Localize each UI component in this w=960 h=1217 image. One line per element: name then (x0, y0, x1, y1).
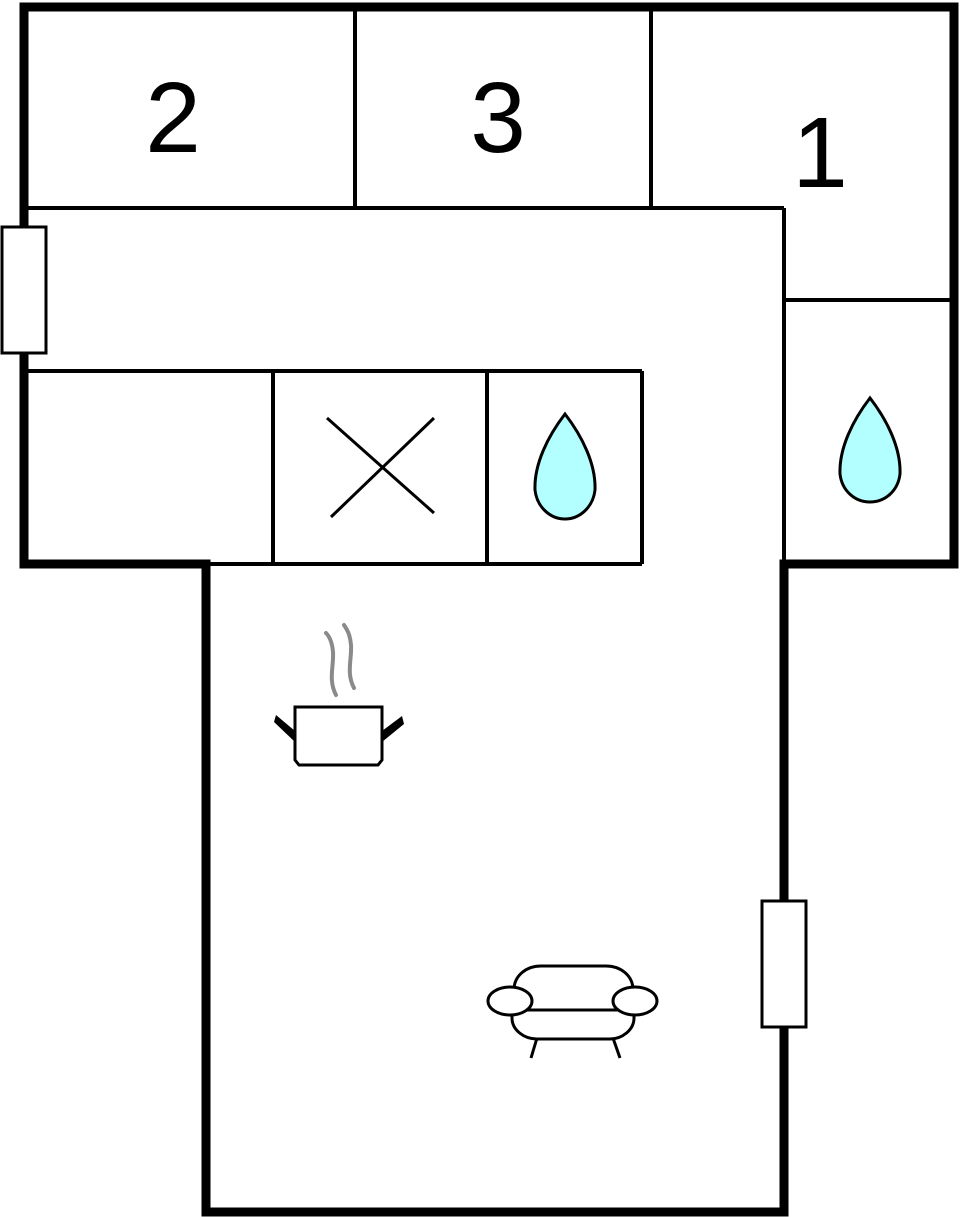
outer-wall (19, 353, 789, 1217)
door-icon (0, 225, 48, 355)
water-drop-icon (838, 395, 902, 504)
door-icon (760, 899, 808, 1029)
room-label-3: 3 (470, 62, 526, 174)
walls (19, 2, 959, 1217)
water-drop-icon (533, 411, 597, 521)
cross-icon (326, 416, 436, 519)
room-label-2: 2 (145, 62, 201, 174)
outer-wall (19, 2, 959, 901)
sofa-icon (486, 964, 659, 1059)
cooking-pot-icon (274, 623, 404, 767)
room-label-1: 1 (792, 97, 848, 209)
